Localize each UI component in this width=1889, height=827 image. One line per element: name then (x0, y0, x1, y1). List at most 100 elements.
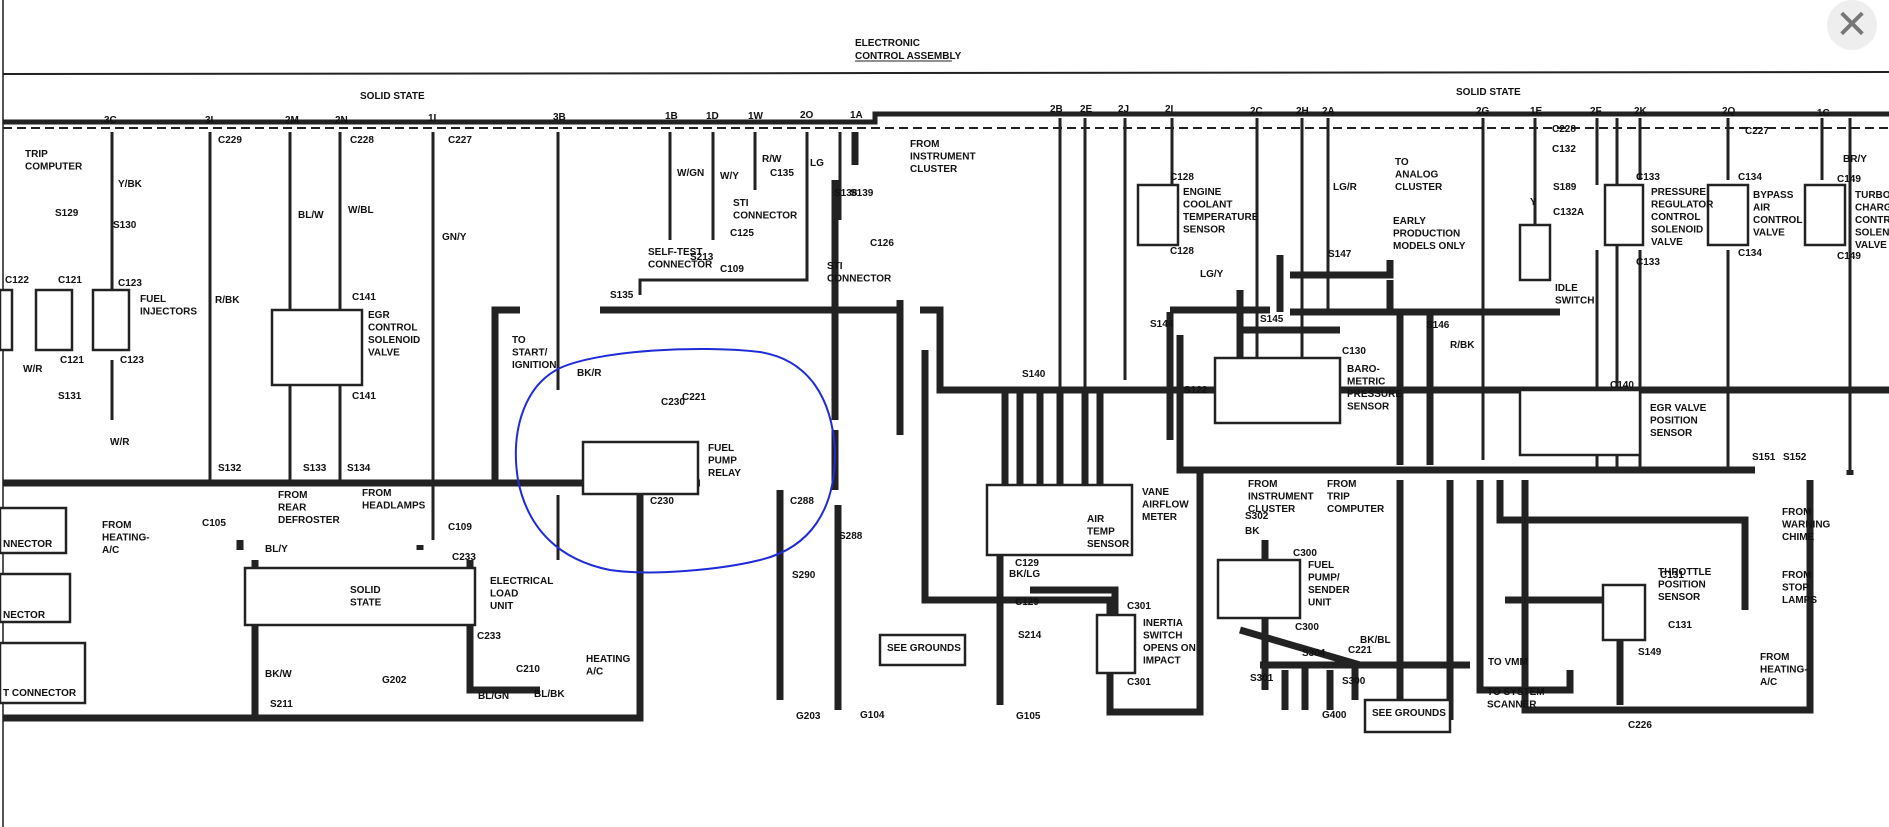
connector-label: S290 (792, 570, 816, 581)
connector-label: C141 (352, 391, 376, 402)
connector-label: C228 (1552, 124, 1576, 135)
connector-label: S122 (1184, 385, 1208, 396)
connector-label: C300 (1293, 548, 1317, 559)
connector-label: S145 (1260, 314, 1284, 325)
connector-label: C133 (1636, 172, 1660, 183)
connector-label: C227 (1745, 126, 1769, 137)
connector-label: C130 (1342, 346, 1366, 357)
pin-label: 3I (205, 115, 214, 126)
connector-label: S147 (1328, 249, 1352, 260)
connector-label: C149 (1837, 251, 1861, 262)
wire-color-label: R/BK (215, 295, 240, 306)
connector-label: C221 (682, 392, 706, 403)
wire-color-label: W/R (110, 437, 130, 448)
connector-label: S149 (1638, 647, 1662, 658)
pin-label: 2I (1165, 104, 1174, 115)
label-to-vmm: TO VMM (1488, 657, 1528, 668)
wire-color-label: BK/BL (1360, 635, 1391, 646)
connector-label: S300 (1342, 676, 1366, 687)
connector-label: S131 (58, 391, 82, 402)
connector-label: C121 (58, 275, 82, 286)
connector-label: C126 (870, 238, 894, 249)
connector-label: S151 (1752, 452, 1776, 463)
pin-label: 1D (706, 111, 719, 122)
pin-label: 2B (1050, 104, 1063, 115)
pin-label: 2K (1634, 106, 1648, 117)
connector-label: S302 (1245, 511, 1269, 522)
connector-label: G202 (382, 675, 407, 686)
annotation-circle (514, 347, 837, 574)
label-connector-3: T CONNECTOR (3, 688, 77, 699)
pin-label: 1W (748, 111, 764, 122)
connector-label: C109 (720, 264, 744, 275)
connector-label: S135 (610, 290, 634, 301)
pin-label: 2J (1118, 104, 1129, 115)
connector-label: C210 (516, 664, 540, 675)
pin-label: 2H (1296, 106, 1309, 117)
connector-label: C230 (650, 496, 674, 507)
connector-label: C140 (1610, 380, 1634, 391)
wire-color-label: LG (810, 158, 824, 169)
connector-label: C233 (452, 552, 476, 563)
connector-label: C226 (1628, 720, 1652, 731)
connector-label: C105 (202, 518, 226, 529)
connector-label: S129 (55, 208, 79, 219)
wire-color-label: W/BL (348, 205, 374, 216)
wire-color-label: BR/Y (1843, 154, 1867, 165)
pin-label: 1E (1530, 106, 1543, 117)
connector-label: S211 (270, 699, 293, 710)
connector-label: G104 (860, 710, 885, 721)
connector-label: C128 (1170, 246, 1194, 257)
wire-color-label: BL/Y (265, 544, 288, 555)
header-label: ELECTRONIC (855, 38, 920, 49)
wire-color-label: BK (1245, 526, 1260, 537)
connector-label: S130 (113, 220, 137, 231)
connector-label: C141 (352, 292, 376, 303)
wire-color-label: W/Y (720, 171, 739, 182)
connector-label: S288 (839, 531, 863, 542)
wire-color-label: GN/Y (442, 232, 467, 243)
wire-color-label: BL/W (298, 210, 324, 221)
connector-label: C228 (350, 135, 374, 146)
connector-label: S138 (834, 188, 858, 199)
close-button[interactable]: ✕ (1827, 0, 1877, 50)
label-see-grounds: SEE GROUNDS (887, 643, 961, 654)
wire-color-label: Y/BK (118, 179, 143, 190)
connector-label: C233 (477, 631, 501, 642)
connector-label: C133 (1636, 257, 1660, 268)
connector-label: S214 (1018, 630, 1042, 641)
connector-label: S134 (347, 463, 371, 474)
pin-label: 2M (285, 115, 299, 126)
wire-color-label: W/GN (677, 168, 704, 179)
connector-label: C134 (1738, 248, 1762, 259)
connector-label: C131 (1660, 570, 1684, 581)
label-see-grounds-2: SEE GROUNDS (1372, 708, 1446, 719)
connector-label: S301 (1250, 673, 1274, 684)
pin-label: 2C (1250, 106, 1263, 117)
connector-label: C129 (1015, 558, 1039, 569)
wire-color-label: BL/BK (534, 689, 565, 700)
connector-label: C288 (790, 496, 814, 507)
connector-label: C123 (120, 355, 144, 366)
